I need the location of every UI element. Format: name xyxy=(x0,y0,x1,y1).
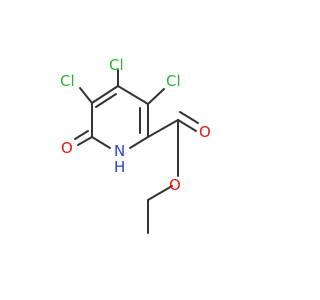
structure-diagram: Cl Cl Cl O N H O O xyxy=(60,56,211,234)
bond-c2-n xyxy=(129,136,149,149)
atom-ring-h: H xyxy=(114,158,125,176)
ring-bonds xyxy=(91,85,149,149)
bond-c5-cl xyxy=(79,87,93,104)
ester-bonds xyxy=(147,111,199,234)
bond-c2-ccarbonyl xyxy=(147,119,179,138)
bond-ccarbonyl-odouble xyxy=(177,119,197,132)
bond-c4-c5 xyxy=(91,85,119,104)
bond-c4-c3 xyxy=(117,85,149,105)
bond-c3-cl xyxy=(147,88,165,105)
bond-c4-c5-double xyxy=(95,93,117,108)
atom-ester-o: O xyxy=(169,176,181,194)
bond-ccarbonyl-odouble-2 xyxy=(179,111,199,124)
molecule-canvas: Cl Cl Cl O N H O O xyxy=(60,56,211,234)
atom-ring-n: N xyxy=(114,142,125,160)
bond-c6-o xyxy=(77,136,93,146)
bond-c6-n xyxy=(91,136,111,149)
atom-cl-right: Cl xyxy=(166,72,181,90)
atom-cl-top: Cl xyxy=(109,56,124,74)
bond-oester-ch2 xyxy=(147,185,173,201)
oxo-bond xyxy=(74,130,93,146)
bond-c6-o-double xyxy=(74,130,89,140)
atom-cl-left: Cl xyxy=(60,72,75,90)
atom-carbonyl-o: O xyxy=(199,123,211,141)
chlorine-bonds xyxy=(79,69,165,105)
atom-oxo: O xyxy=(61,139,73,157)
